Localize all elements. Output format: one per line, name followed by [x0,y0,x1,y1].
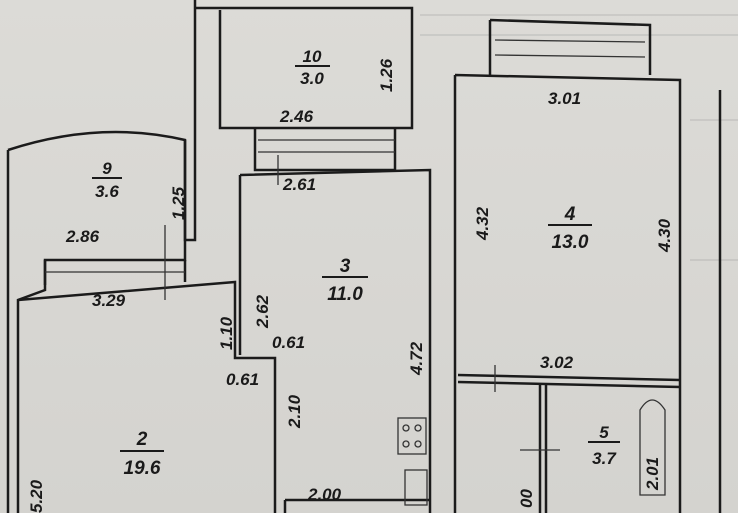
dimension: 2.00 [307,485,342,504]
dimension: 4.72 [407,341,426,376]
room-number: 10 [303,47,322,66]
background-lines [420,14,738,261]
room-3: 3 11.0 [322,256,368,305]
dimension: 5.20 [27,479,46,513]
dimension: 1.25 [169,186,188,220]
room-2: 2 19.6 [120,429,164,479]
room-number: 9 [102,159,112,178]
room-area: 3.7 [592,449,617,468]
dimension: 2.62 [253,294,272,329]
room-number: 4 [564,204,576,225]
dimension: 2.01 [643,457,662,491]
dimension: 3.02 [540,353,574,372]
dimension: 4.32 [473,206,492,241]
dimension: 0.61 [226,370,259,389]
room-area: 3.6 [95,182,119,201]
dimension: 4.30 [655,218,674,253]
dimension: 2.61 [282,175,316,194]
dimension: 00 [517,489,536,508]
walls [6,0,722,513]
dimension: 3.01 [548,89,581,108]
room-9: 9 3.6 [92,159,122,201]
dimension: 1.10 [217,316,236,350]
room-number: 5 [599,423,609,442]
room-number: 3 [340,256,351,277]
room-area: 11.0 [327,284,363,305]
room-area: 19.6 [124,458,161,479]
room-area: 3.0 [300,69,324,88]
dimension: 0.61 [272,333,305,352]
dimension: 2.10 [285,394,304,429]
dimension: 1.26 [377,58,396,92]
room-5: 5 3.7 [588,423,620,468]
dimension: 3.29 [92,291,126,310]
dimension-labels: 1.26 2.46 3.01 2.61 1.25 2.86 4.32 4.30 … [27,58,674,513]
room-4: 4 13.0 [548,204,592,253]
room-10: 10 3.0 [295,47,330,88]
dimension: 2.46 [279,107,314,126]
room-number: 2 [136,429,148,450]
room-area: 13.0 [552,232,589,253]
dimension: 2.86 [65,227,100,246]
